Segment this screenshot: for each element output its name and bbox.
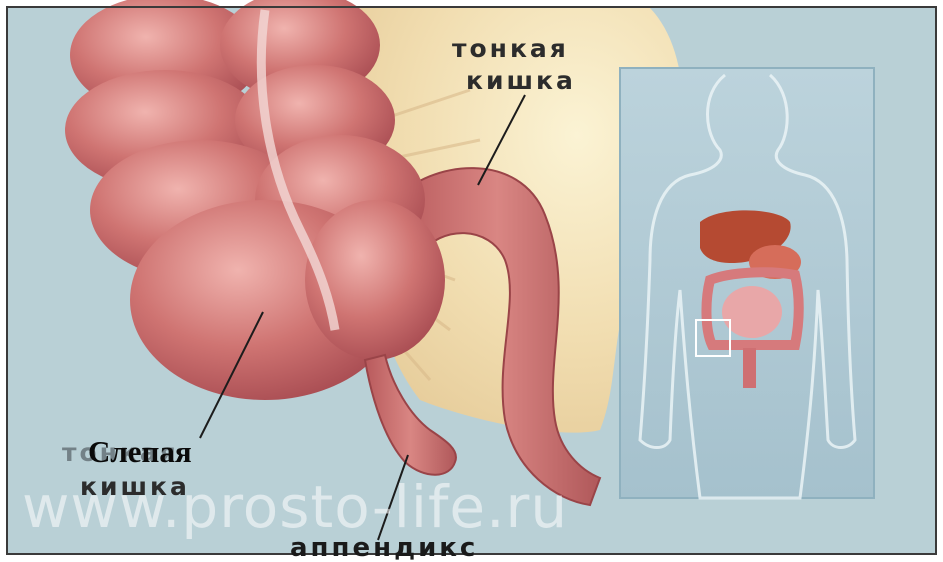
label-cecum: Слепая [88, 436, 192, 467]
inset-rectum [743, 348, 756, 388]
label-small-intestine-line2: кишка [466, 68, 576, 93]
label-appendix: аппендикс [290, 535, 478, 561]
body-inset-panel [620, 68, 874, 498]
label-cecum-line2: кишка [80, 474, 190, 499]
label-small-intestine-line1: тонкая [452, 36, 569, 61]
